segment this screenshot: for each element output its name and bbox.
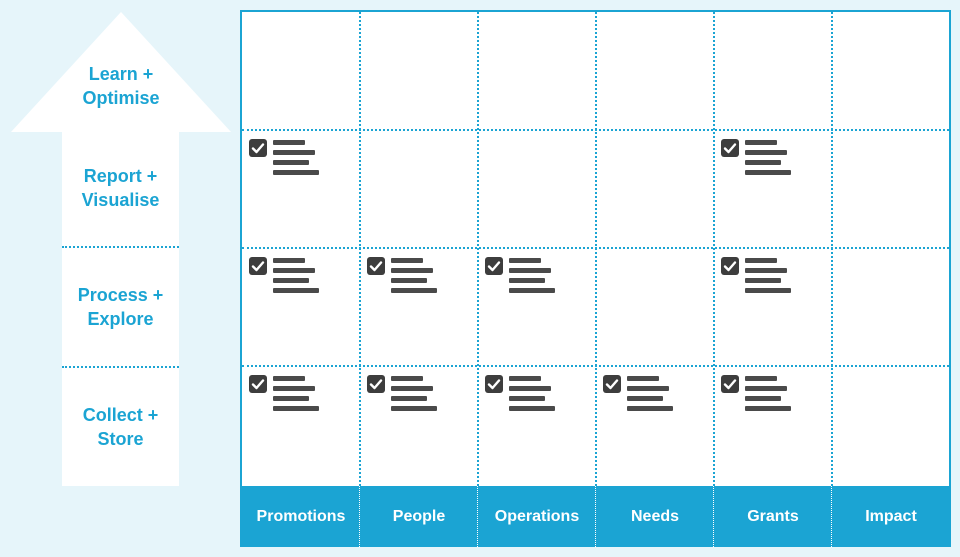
checkbox-checked-icon [249,375,267,393]
stage-label-collect: Collect + Store [82,405,159,449]
column-label-needs: Needs [630,507,680,525]
text-line-icon [391,268,433,273]
checklist-icon-collect-operations [485,375,557,415]
checkbox-checked-icon [249,257,267,275]
text-line-icon [509,278,545,283]
text-line-icon [273,278,309,283]
checklist-icon-collect-people [367,375,439,415]
text-line-icon [745,376,777,381]
checkbox-checked-icon [367,257,385,275]
text-line-icon [627,386,669,391]
text-line-icon [745,150,787,155]
checkbox-checked-icon [603,375,621,393]
text-line-icon [745,386,787,391]
grid-column-divider [831,12,833,486]
checkbox-checked-icon [485,375,503,393]
footer-column-divider [359,486,360,547]
text-line-icon [273,288,319,293]
text-line-icon [509,288,555,293]
text-line-icon [745,288,791,293]
arrow-shaft: Report + Visualise Process + Explore Col… [62,130,179,486]
text-line-icon [273,268,315,273]
text-line-icon [273,396,309,401]
text-line-icon [273,376,305,381]
checkbox-checked-icon [485,257,503,275]
stage-label-learn: Learn + Optimise [82,64,160,108]
stage-collect: Collect + Store [62,368,179,486]
text-line-icon [273,140,305,145]
text-line-icon [391,386,433,391]
stage-label-report: Report + Visualise [81,166,160,210]
text-line-icon [509,258,541,263]
arrow-up-icon [11,12,231,132]
grid-column-divider [595,12,597,486]
text-line-icon [745,258,777,263]
text-line-icon [745,140,777,145]
column-label-operations: Operations [494,507,580,525]
text-line-icon [391,396,427,401]
text-line-icon [391,278,427,283]
footer-column-divider [831,486,832,547]
text-line-icon [509,406,555,411]
footer-column-divider [477,486,478,547]
grid-column-divider [713,12,715,486]
text-line-icon [273,386,315,391]
checklist-icon-collect-grants [721,375,793,415]
text-line-icon [273,258,305,263]
column-label-grants: Grants [747,507,799,525]
text-line-icon [509,268,551,273]
text-line-icon [509,376,541,381]
checkbox-checked-icon [721,375,739,393]
text-line-icon [627,376,659,381]
column-label-impact: Impact [865,507,917,525]
text-line-icon [627,396,663,401]
checkbox-checked-icon [249,139,267,157]
text-line-icon [509,396,545,401]
checklist-icon-report-promotions [249,139,321,179]
stage-divider [62,366,179,368]
column-label-people: People [392,507,446,525]
text-line-icon [627,406,673,411]
text-line-icon [391,376,423,381]
checklist-icon-process-operations [485,257,557,297]
grid-column-divider [477,12,479,486]
checkbox-checked-icon [721,139,739,157]
text-line-icon [509,386,551,391]
checklist-icon-process-people [367,257,439,297]
checklist-icon-process-promotions [249,257,321,297]
checkbox-checked-icon [721,257,739,275]
column-label-promotions: Promotions [256,507,346,525]
text-line-icon [745,396,781,401]
text-line-icon [273,406,319,411]
grid-row-divider [242,365,949,367]
text-line-icon [273,160,309,165]
capability-grid: Promotions People Operations Needs Grants Imp… [240,10,951,547]
grid-row-divider [242,247,949,249]
stage-label-process: Process + Explore [77,285,164,329]
checkbox-checked-icon [367,375,385,393]
checklist-icon-report-grants [721,139,793,179]
footer-column-divider [713,486,714,547]
stage-process: Process + Explore [62,248,179,366]
text-line-icon [745,170,791,175]
text-line-icon [391,406,437,411]
checklist-icon-process-grants [721,257,793,297]
text-line-icon [745,160,781,165]
grid-column-divider [359,12,361,486]
grid-row-divider [242,129,949,131]
text-line-icon [745,406,791,411]
text-line-icon [273,150,315,155]
checklist-icon-collect-promotions [249,375,321,415]
footer-column-divider [595,486,596,547]
text-line-icon [391,288,437,293]
text-line-icon [745,278,781,283]
arrow-head-learn-optimise: Learn + Optimise [11,12,231,132]
checklist-icon-collect-needs [603,375,675,415]
stage-report: Report + Visualise [62,130,179,246]
stage-divider [62,246,179,248]
text-line-icon [273,170,319,175]
text-line-icon [745,268,787,273]
text-line-icon [391,258,423,263]
